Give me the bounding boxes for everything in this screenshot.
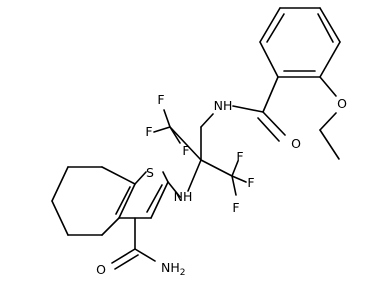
bond [146,184,163,213]
fluorine-label: F [145,124,152,139]
bond [319,112,337,131]
benzene-ring [259,7,341,78]
bond [187,159,202,192]
bond [150,181,169,219]
amide-oxygen-label-carboxamide: O [96,262,106,277]
ether-oxygen-label: O [337,96,347,111]
bond [153,126,171,133]
fluorine-label: F [247,175,254,190]
bond [262,111,286,136]
bond [134,171,147,185]
bond [259,7,281,43]
nh2-label-subscript: 2 [180,268,186,278]
nh2-label: NH2 [161,260,185,278]
bond [319,76,337,97]
bond [134,248,156,262]
bond [259,41,279,78]
bond [257,117,280,142]
bond [111,248,136,264]
bond [231,175,247,183]
bond [232,105,264,113]
bond [200,113,214,128]
fluorine-label: F [182,143,189,158]
bond [163,109,171,128]
central-linker [167,113,233,198]
benzamide-group [232,76,286,142]
cyclohexane-ring [51,166,136,236]
atom-labels: S NH NH O O O NH2 F F F F F F [96,92,347,278]
bond [317,13,334,43]
bond [169,126,181,144]
bond [231,175,237,196]
nh-label-top: NH [214,98,233,113]
fluorine-label: F [232,200,239,215]
bond [262,76,279,113]
bond [200,159,233,177]
bond [51,166,69,202]
thiophene-ring [115,171,169,219]
bond [319,129,340,160]
bond [114,254,139,270]
bond [162,171,169,183]
trifluoromethyl-group-upper [153,109,181,144]
amide-oxygen-label-benzamide: O [291,136,301,151]
bond [231,160,239,177]
nh2-label-main: NH [161,260,180,275]
bond [169,126,202,161]
bond [319,7,341,43]
nh-label-left: NH [174,189,193,204]
bond [118,183,136,219]
ethoxy-group [319,76,340,160]
sulfur-label: S [146,165,154,180]
bond [167,181,181,198]
trifluoromethyl-group-lower [231,160,247,196]
fluorine-label: F [157,92,164,107]
bond [101,217,120,236]
fluorine-label: F [236,149,243,164]
bond [115,186,131,215]
bond [101,166,136,185]
bond [266,13,285,43]
bond [51,200,69,236]
carboxamide-group [111,217,156,270]
bond [319,41,341,78]
